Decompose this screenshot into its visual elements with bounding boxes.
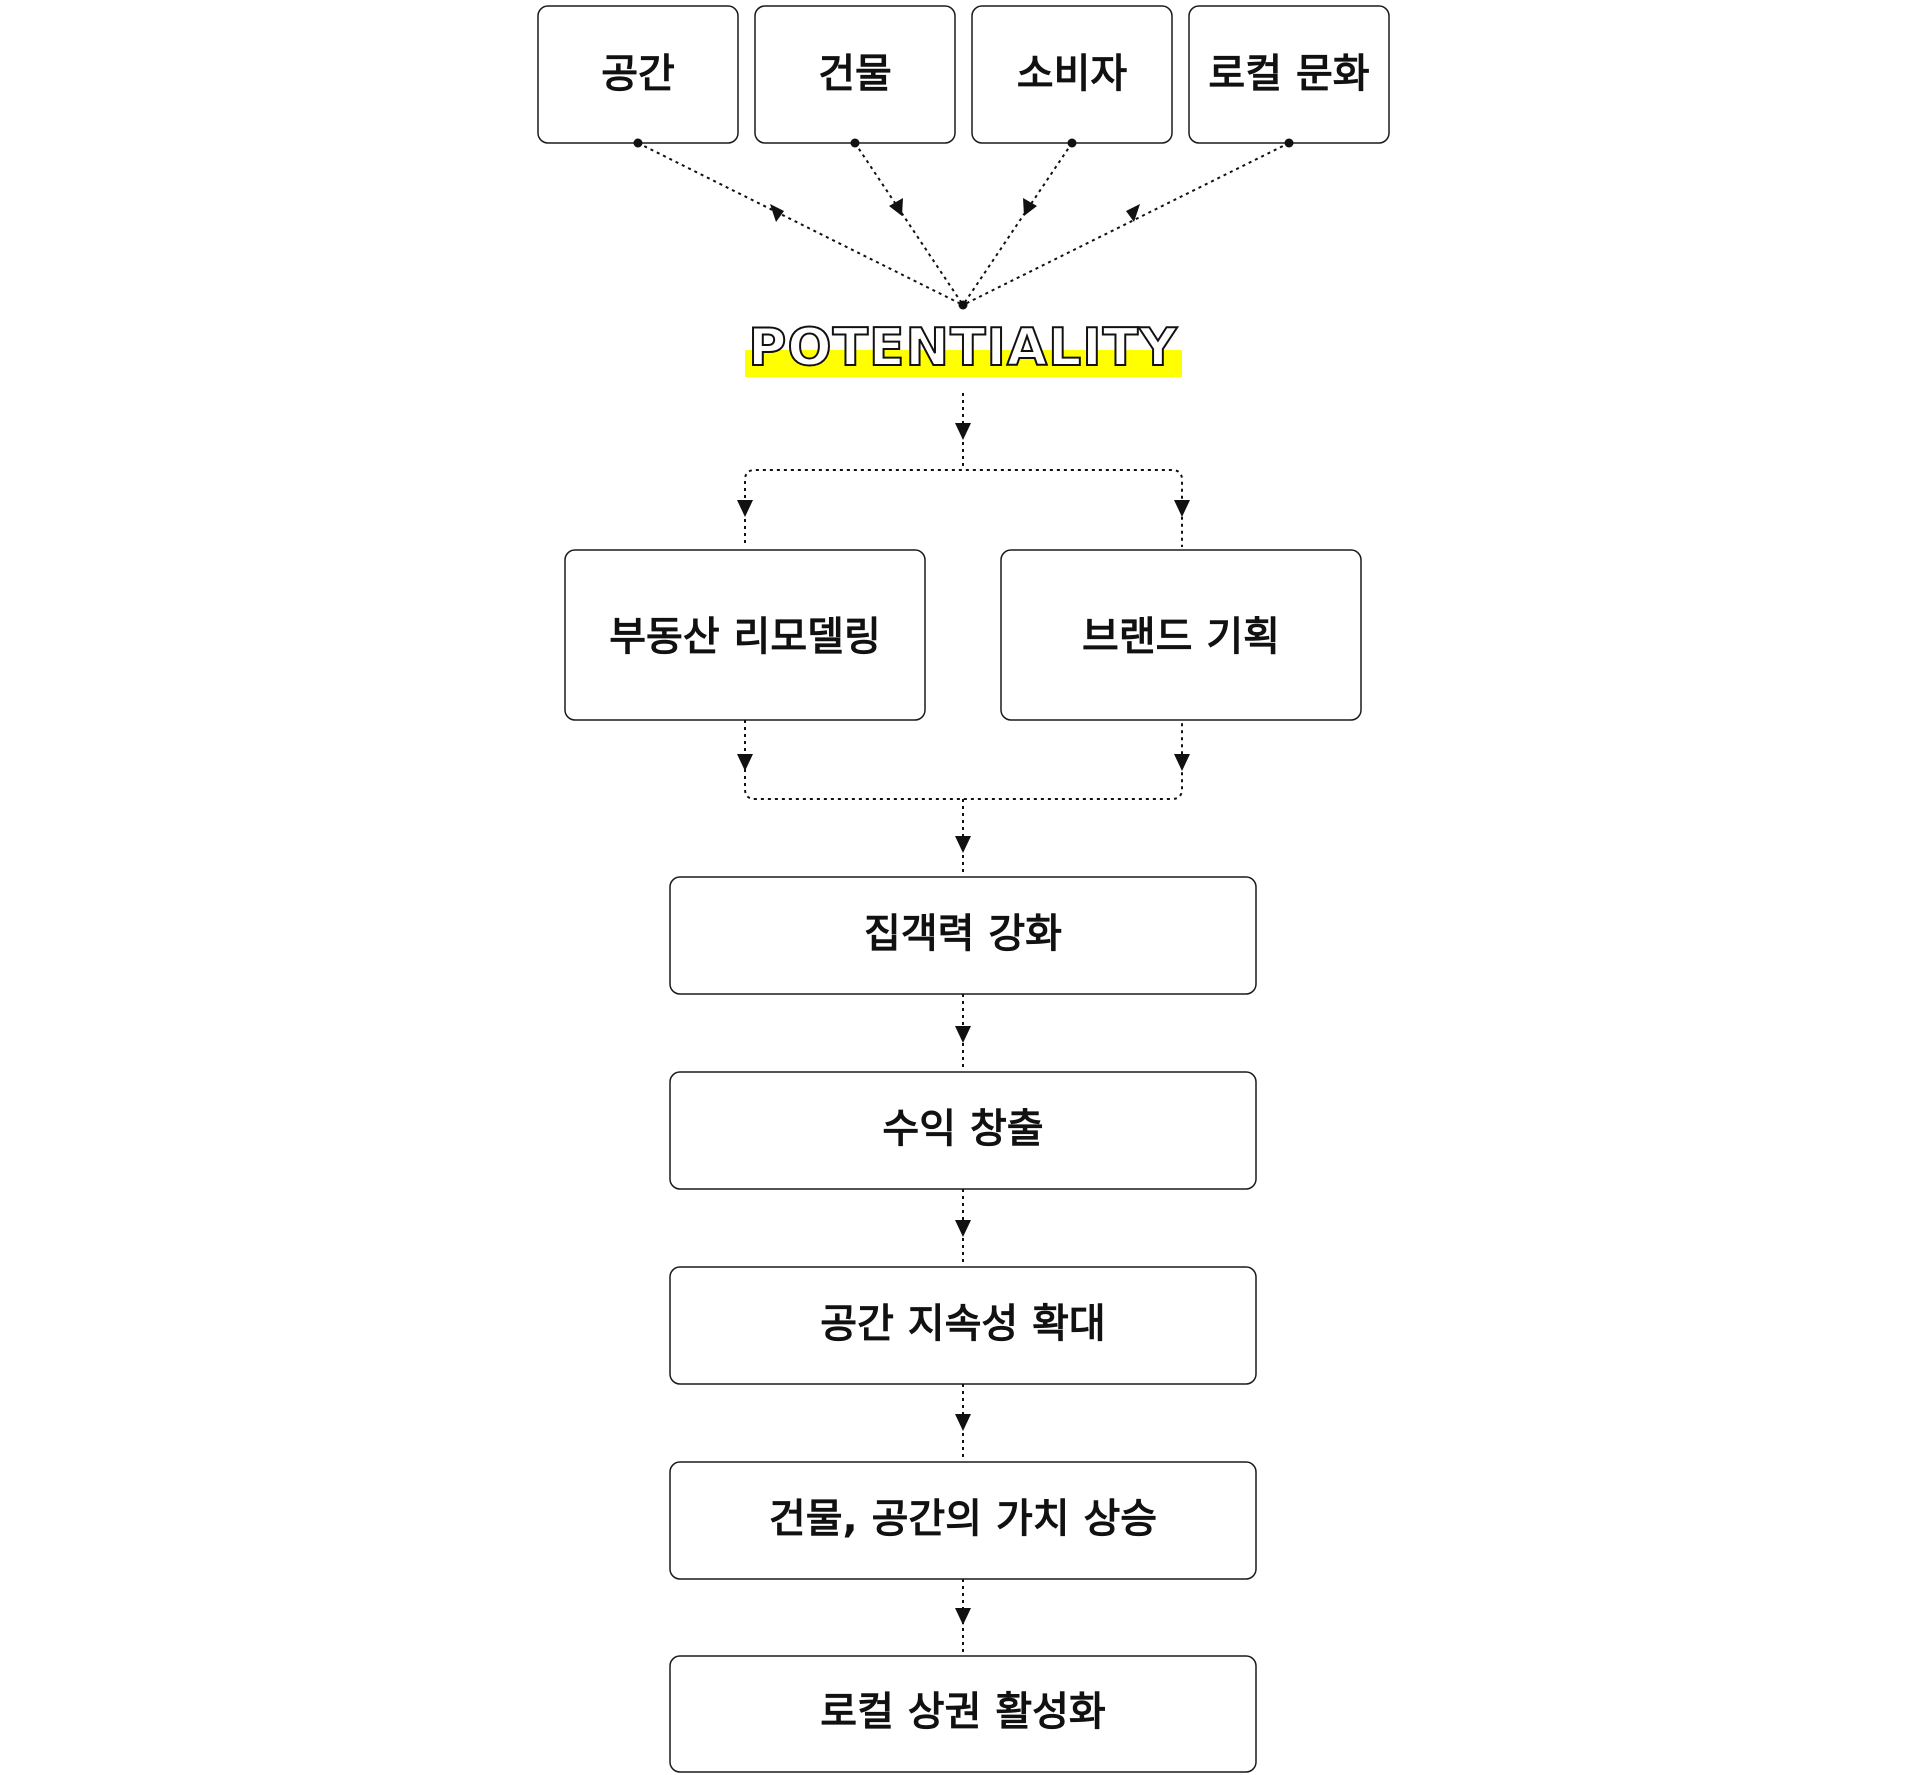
step-node-value-increase: 건물, 공간의 가치 상승 xyxy=(669,1461,1257,1580)
arrow-head xyxy=(955,423,971,440)
source-node-label: 건물 xyxy=(818,51,892,97)
arrow-head xyxy=(770,204,784,222)
step-node-revenue-generation: 수익 창출 xyxy=(669,1071,1257,1190)
step-node-box xyxy=(669,1655,1257,1773)
branch-node-label: 브랜드 기획 xyxy=(1082,614,1280,660)
arrow-head xyxy=(1174,500,1190,517)
arrow-head xyxy=(955,836,971,853)
step-node-visitor-attraction: 집객력 강화 xyxy=(669,876,1257,995)
split-connectors xyxy=(737,393,1190,547)
source-node-consumer: 소비자 xyxy=(971,5,1173,144)
source-node-label: 소비자 xyxy=(1017,51,1128,97)
step-node-label: 건물, 공간의 가치 상승 xyxy=(769,1496,1157,1542)
hub-node: POTENTIALITY xyxy=(745,317,1182,379)
converging-connectors xyxy=(633,138,1294,310)
branch-node-brand-planning: 브랜드 기획 xyxy=(1000,549,1362,721)
source-node-label: 로컬 문화 xyxy=(1208,51,1369,97)
step-connector xyxy=(955,1579,971,1655)
source-node-space: 공간 xyxy=(537,5,739,144)
arrow-head xyxy=(955,1220,971,1237)
source-node-label: 공간 xyxy=(601,51,675,97)
branch-node-label: 부동산 리모델링 xyxy=(609,614,881,660)
step-node-local-commerce-revival: 로컬 상권 활성화 xyxy=(669,1655,1257,1773)
step-connector xyxy=(955,1384,971,1461)
connector-line xyxy=(637,142,964,306)
step-node-label: 집객력 강화 xyxy=(864,911,1062,957)
arrow-head xyxy=(1174,754,1190,771)
arrow-head xyxy=(1023,198,1037,216)
source-node-building: 건물 xyxy=(754,5,956,144)
connector-line xyxy=(744,469,1183,547)
hub-label: POTENTIALITY xyxy=(748,318,1178,378)
arrow-head xyxy=(737,754,753,771)
step-connector xyxy=(955,1189,971,1266)
step-node-label: 공간 지속성 확대 xyxy=(820,1301,1105,1347)
hub-highlight-bar xyxy=(745,350,1182,377)
branch-node-box xyxy=(1000,549,1362,721)
arrow-head xyxy=(955,1608,971,1625)
step-connector xyxy=(955,994,971,1071)
branch-node-real-estate-remodeling: 부동산 리모델링 xyxy=(564,549,926,721)
arrow-head xyxy=(955,1026,971,1043)
merge-connectors xyxy=(737,720,1190,876)
arrow-head xyxy=(889,198,903,216)
arrow-head xyxy=(737,500,753,517)
arrow-head xyxy=(1126,204,1140,222)
connector-line xyxy=(854,142,964,306)
source-node-local-culture: 로컬 문화 xyxy=(1188,5,1390,144)
step-node-label: 수익 창출 xyxy=(882,1106,1043,1152)
step-node-space-sustainability: 공간 지속성 확대 xyxy=(669,1266,1257,1385)
connector-line xyxy=(962,142,1290,306)
connector-line xyxy=(744,720,1183,800)
step-node-label: 로컬 상권 활성화 xyxy=(820,1689,1106,1735)
arrow-head xyxy=(955,1414,971,1431)
connector-line xyxy=(962,142,1073,306)
